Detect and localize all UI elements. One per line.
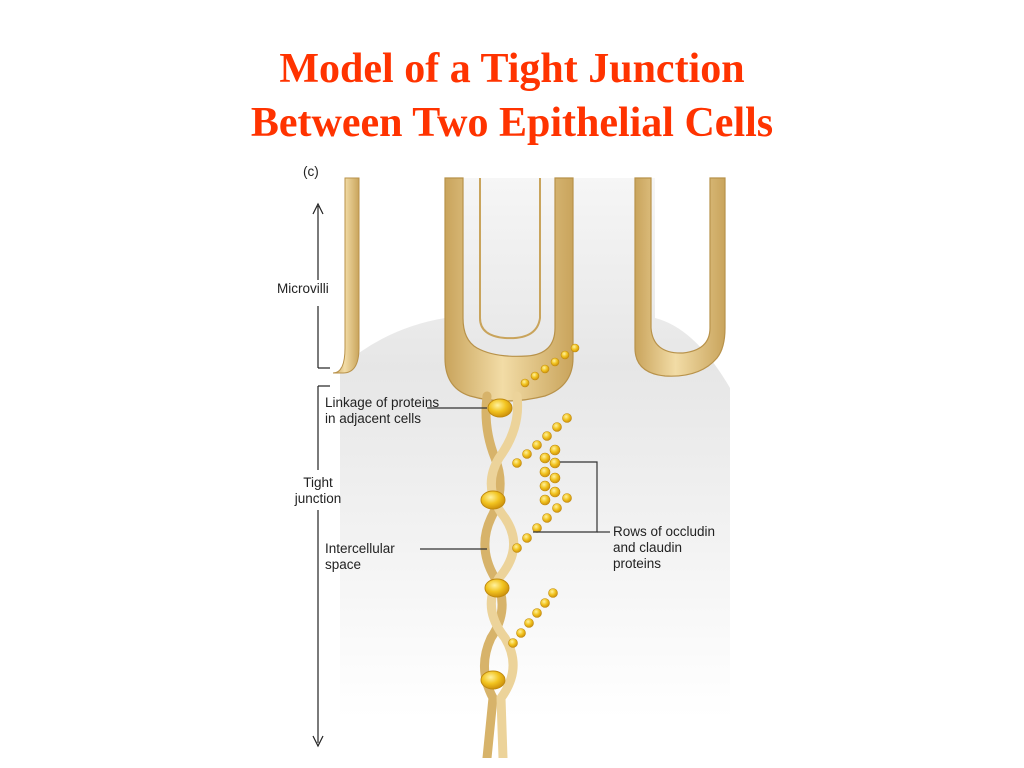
linkage-label-line-1: Linkage of proteins <box>325 395 440 410</box>
tight-junction-label-line-1: Tight <box>303 475 333 490</box>
slide-title: Model of a Tight Junction Between Two Ep… <box>0 42 1024 150</box>
linkage-proteins <box>480 398 513 690</box>
protein-rows-label-line-1: Rows of occludin <box>613 524 716 539</box>
tight-junction-illustration <box>312 177 730 758</box>
panel-label: (c) <box>303 164 319 179</box>
microvillus-left <box>332 177 360 374</box>
tight-junction-figure: (c) Microvilli Linkage of proteins in ad… <box>255 158 775 758</box>
membrane-strand-right <box>486 391 523 758</box>
protein-rows-label-line-3: proteins <box>613 556 662 571</box>
protein-rows <box>508 343 580 648</box>
linkage-label-line-2: in adjacent cells <box>325 411 422 426</box>
linkage-label: Linkage of proteins in adjacent cells <box>325 395 439 427</box>
microvillus-right <box>634 177 726 377</box>
protein-rows-label-line-2: and claudin <box>613 540 683 555</box>
title-line-2: Between Two Epithelial Cells <box>250 100 774 146</box>
microvillus-center <box>444 177 574 402</box>
intercellular-space-label: Intercellular space <box>325 541 395 573</box>
tight-junction-label-line-2: junction <box>294 491 342 506</box>
protein-rows-label: Rows of occludin and claudin proteins <box>613 524 715 572</box>
microvilli-label: Microvilli <box>277 281 329 296</box>
intercellular-label-line-1: Intercellular <box>325 541 395 556</box>
intercellular-label-line-2: space <box>325 557 362 572</box>
title-line-1: Model of a Tight Junction <box>279 46 745 92</box>
tight-junction-label: Tight junction <box>283 475 353 507</box>
